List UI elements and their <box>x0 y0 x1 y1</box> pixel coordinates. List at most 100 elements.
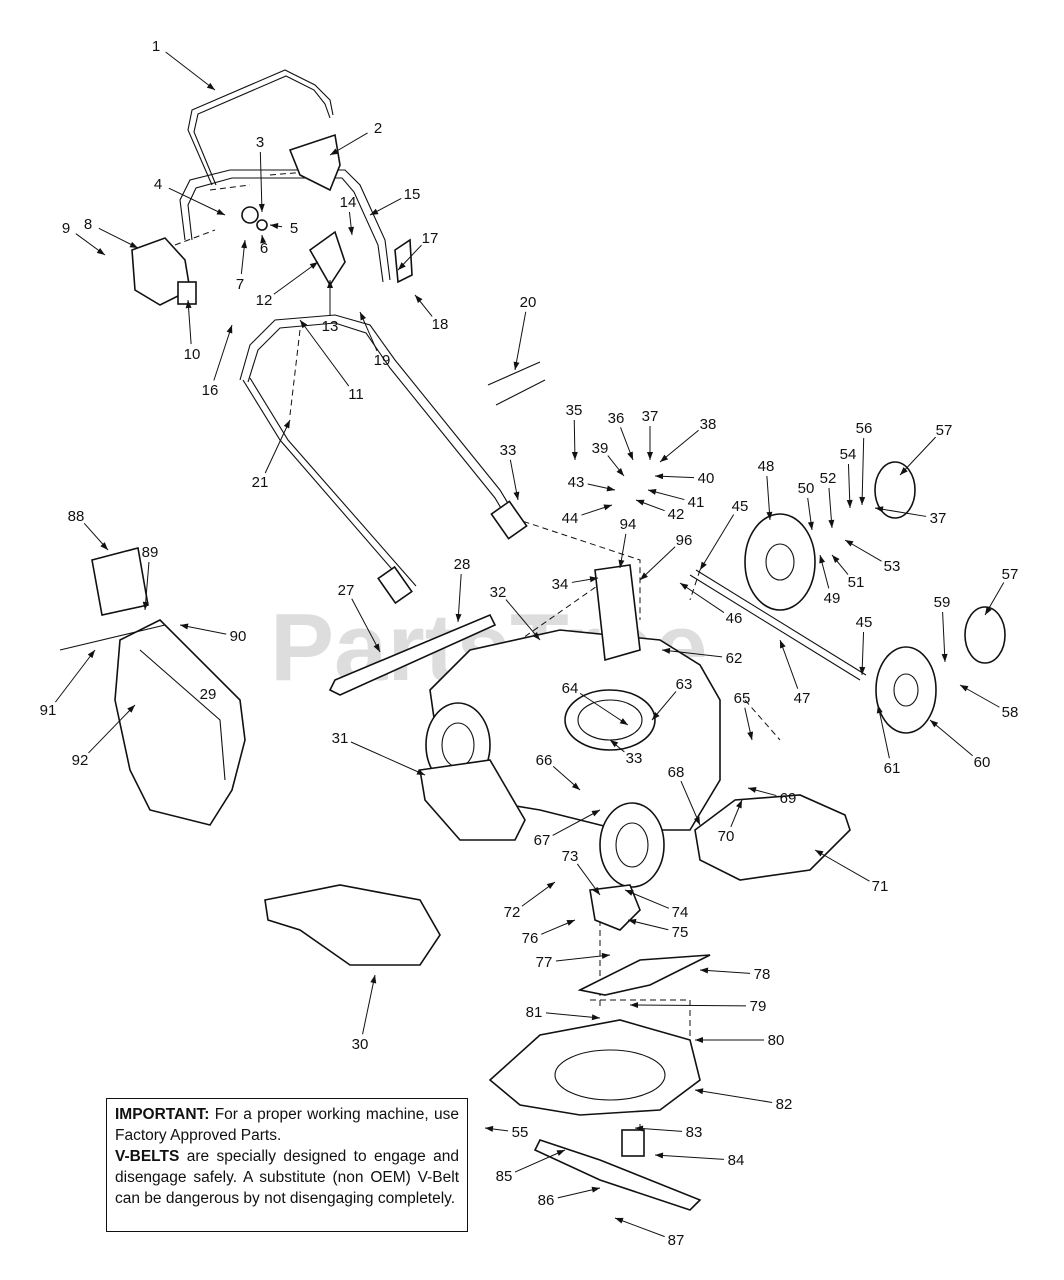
leader-arrowhead <box>309 262 318 270</box>
leader-arrowhead <box>695 1037 703 1043</box>
callout-91: 91 <box>40 649 96 719</box>
leader-line <box>639 546 676 581</box>
leader-arrowhead <box>513 361 520 370</box>
callout-47: 47 <box>779 639 810 707</box>
leader-line <box>552 809 601 836</box>
leader-arrowhead <box>591 1014 600 1021</box>
callout-19: 19 <box>359 311 390 369</box>
callout-90: 90 <box>179 623 247 645</box>
callout-81: 81 <box>526 1004 601 1021</box>
callout-56: 56 <box>856 420 872 506</box>
leader-arrowhead <box>875 506 884 513</box>
callout-33: 33 <box>500 442 520 501</box>
callout-label: 41 <box>688 494 705 511</box>
leader-arrowhead <box>635 1125 644 1132</box>
callout-88: 88 <box>68 508 109 551</box>
callout-83: 83 <box>634 1124 702 1141</box>
callout-label: 82 <box>776 1096 793 1113</box>
leader-arrowhead <box>415 295 423 304</box>
callout-label: 87 <box>668 1232 685 1249</box>
leader-line <box>899 436 936 476</box>
leader-arrowhead <box>180 623 189 630</box>
leader-arrowhead <box>859 666 866 675</box>
callout-45: 45 <box>856 614 872 676</box>
leader-arrowhead <box>532 632 540 640</box>
leader-arrowhead <box>815 850 824 857</box>
leader-arrowhead <box>619 718 628 725</box>
callout-label: 49 <box>824 590 841 607</box>
upper-handle <box>179 69 391 283</box>
leader-arrowhead <box>370 975 377 984</box>
callout-27: 27 <box>338 582 381 653</box>
callout-label: 89 <box>142 544 159 561</box>
callout-87: 87 <box>614 1217 685 1249</box>
callout-label: 70 <box>718 828 735 845</box>
leader-arrowhead <box>807 521 814 530</box>
leader-arrowhead <box>398 262 406 270</box>
callout-57: 57 <box>899 422 952 476</box>
callout-label: 39 <box>592 440 609 457</box>
callout-label: 53 <box>884 558 901 575</box>
leader-arrowhead <box>693 816 700 825</box>
callout-label: 85 <box>496 1168 513 1185</box>
leader-line <box>942 611 946 663</box>
callout-label: 14 <box>340 194 357 211</box>
callout-60: 60 <box>929 719 990 771</box>
leader-line <box>514 311 527 371</box>
callout-label: 9 <box>62 220 70 237</box>
callout-58: 58 <box>959 684 1019 721</box>
leader-arrowhead <box>216 208 225 215</box>
callout-label: 11 <box>348 386 364 403</box>
discharge-chute <box>264 759 526 966</box>
callout-49: 49 <box>819 554 841 607</box>
leader-line <box>505 599 541 641</box>
callout-38: 38 <box>659 416 716 463</box>
callout-68: 68 <box>668 764 701 826</box>
callout-label: 55 <box>512 1124 529 1141</box>
callout-32: 32 <box>490 584 541 641</box>
leader-arrowhead <box>546 882 555 890</box>
callout-label: 16 <box>202 382 219 399</box>
callout-6: 6 <box>260 234 268 257</box>
callout-7: 7 <box>236 239 248 293</box>
callout-label: 68 <box>668 764 685 781</box>
callout-label: 91 <box>40 702 57 719</box>
callout-label: 58 <box>1002 704 1019 721</box>
important-notice: IMPORTANT: For a proper working machine,… <box>106 1098 468 1232</box>
callout-label: 10 <box>184 346 201 363</box>
leader-arrowhead <box>260 235 267 244</box>
callout-label: 90 <box>230 628 247 645</box>
leader-arrowhead <box>900 467 908 475</box>
leader-line <box>699 514 735 571</box>
leader-arrowhead <box>142 601 149 610</box>
callout-45: 45 <box>699 498 749 571</box>
callout-label: 15 <box>404 186 421 203</box>
leader-line <box>699 969 751 974</box>
blade-assembly <box>488 884 711 1211</box>
callout-12: 12 <box>256 261 319 309</box>
callout-label: 27 <box>338 582 355 599</box>
leader-arrowhead <box>985 606 992 615</box>
leader-line <box>259 151 263 213</box>
callout-35: 35 <box>566 402 582 461</box>
callout-30: 30 <box>352 974 377 1053</box>
callout-74: 74 <box>624 889 689 921</box>
leader-arrowhead <box>258 203 265 212</box>
leader-line <box>144 561 150 611</box>
callout-69: 69 <box>747 787 796 807</box>
leader-arrowhead <box>625 890 634 896</box>
callout-label: 65 <box>734 690 751 707</box>
callout-label: 5 <box>290 220 298 237</box>
leader-arrowhead <box>300 320 308 329</box>
callout-73: 73 <box>562 848 601 896</box>
callout-10: 10 <box>184 299 201 363</box>
leader-arrowhead <box>845 540 854 547</box>
leader-arrowhead <box>780 640 786 649</box>
leader-arrowhead <box>662 647 671 654</box>
callout-label: 45 <box>732 498 749 515</box>
leader-arrowhead <box>416 769 425 775</box>
leader-arrowhead <box>96 247 105 255</box>
callout-label: 74 <box>672 904 689 921</box>
callout-37: 37 <box>642 408 658 460</box>
